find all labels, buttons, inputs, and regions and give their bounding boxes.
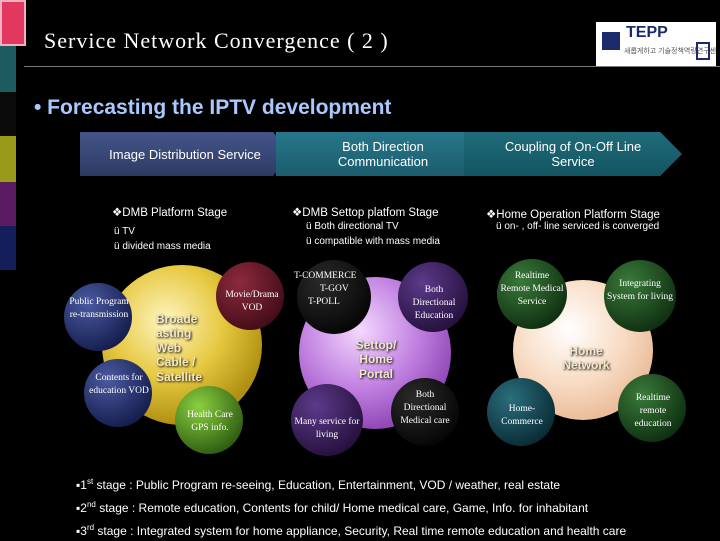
arrow-label: Image Distribution Service (109, 146, 261, 162)
tcommerce-line: T-COMMERCE (294, 271, 357, 281)
diagram2-medical-circle (391, 378, 459, 446)
diagram1-contents-circle (84, 359, 152, 427)
stage-item: ü on- , off- line serviced is converged (496, 221, 660, 232)
stage-title-1: ❖DMB Platform Stage (112, 207, 228, 219)
diagram3-integrating-circle (604, 260, 676, 332)
diagram2-service-circle (291, 384, 363, 456)
arrow-coupling: Coupling of On-Off Line Service (464, 132, 682, 176)
stage-title-3: ❖Home Operation Platform Stage (486, 209, 660, 221)
title-divider (24, 66, 720, 67)
diagram2-center-label: Settop/ Home Portal (355, 338, 397, 381)
diagram1-health-circle (175, 386, 243, 454)
logo-subtitle: 새롭게하고 기술정책역량연구센 (624, 48, 717, 55)
diagram3-medical-circle (497, 259, 567, 329)
diagram1-contents-label: Contents for education VOD (89, 373, 149, 396)
stage-title-2: ❖DMB Settop platfom Stage (292, 207, 439, 219)
diagram3-integrating-label: Integrating System for living (607, 279, 673, 302)
diagram2-tcommerce-circle (297, 260, 371, 334)
center-line: Cable / (156, 355, 196, 370)
diagram3-center-label: Home Network (562, 344, 610, 373)
tcommerce-line: T-POLL (308, 296, 340, 307)
diagram2-tcommerce-label: T-COMMERCE T-GOV T-POLL (294, 270, 370, 308)
diagram1-movie-label: Movie/Drama VOD (225, 290, 279, 313)
diagram1-movie-circle (216, 262, 284, 330)
stage-item: ü divided mass media (114, 241, 211, 252)
note-line: ▪2nd stage : Remote education, Contents … (76, 500, 589, 515)
arrow-label: Coupling of On-Off Line Service (504, 139, 642, 169)
center-line: Satellite (156, 369, 203, 384)
diagram3-education-label: Realtime remote education (634, 393, 672, 429)
diagram1-public-circle (64, 283, 132, 351)
diagram1-health-label: Health Care GPS info. (187, 410, 233, 433)
side-bar-navy (0, 226, 16, 270)
arrow-image-distribution: Image Distribution Service (80, 132, 290, 176)
side-bar-pink (0, 0, 26, 46)
side-bar-teal (0, 46, 16, 92)
arrow-both-direction: Both Direction Communication (276, 132, 490, 176)
diagram2-education-label: Both Directional Education (412, 285, 456, 321)
diagram2-medical-label: Both Directional Medical care (400, 390, 450, 426)
note-line: ▪1st stage : Public Program re-seeing, E… (76, 477, 561, 492)
logo-mark-icon (602, 32, 620, 50)
stage-item: ü compatible with mass media (306, 236, 440, 247)
diagram3-education-circle (618, 374, 686, 442)
diagram3-commerce-circle (487, 378, 555, 446)
stage-item: ü TV (114, 226, 135, 237)
arrow-label: Both Direction Communication (337, 139, 429, 169)
tepp-logo: TEPP 새롭게하고 기술정책역량연구센 (596, 22, 716, 66)
logo-bracket-icon (696, 42, 710, 60)
diagram2-service-label: Many service for living (294, 417, 360, 440)
diagram3-medical-label: Realtime Remote Medical Service (500, 271, 564, 307)
logo-text: TEPP (626, 24, 668, 41)
side-bar-purple (0, 182, 16, 226)
diagram1-public-label: Public Program re-transmission (69, 297, 129, 320)
page-title: Service Network Convergence ( 2 ) (44, 28, 389, 53)
tcommerce-line: T-GOV (320, 283, 349, 294)
center-line: asting (156, 326, 192, 341)
section-heading: • Forecasting the IPTV development (34, 96, 392, 119)
side-bar-black (0, 92, 16, 136)
center-line: Broade (156, 312, 198, 326)
side-bar-olive (0, 136, 16, 182)
center-line: Web (156, 340, 182, 355)
diagram3-commerce-label: Home-Commerce (501, 404, 543, 427)
diagram1-center-label: Broade asting Web Cable / Satellite (156, 312, 216, 384)
note-line: ▪3rd stage : Integrated system for home … (76, 523, 627, 538)
stage-notes: ▪1st stage : Public Program re-seeing, E… (76, 472, 626, 541)
stage-item: ü Both directional TV (306, 221, 399, 232)
diagram2-education-circle (398, 262, 468, 332)
